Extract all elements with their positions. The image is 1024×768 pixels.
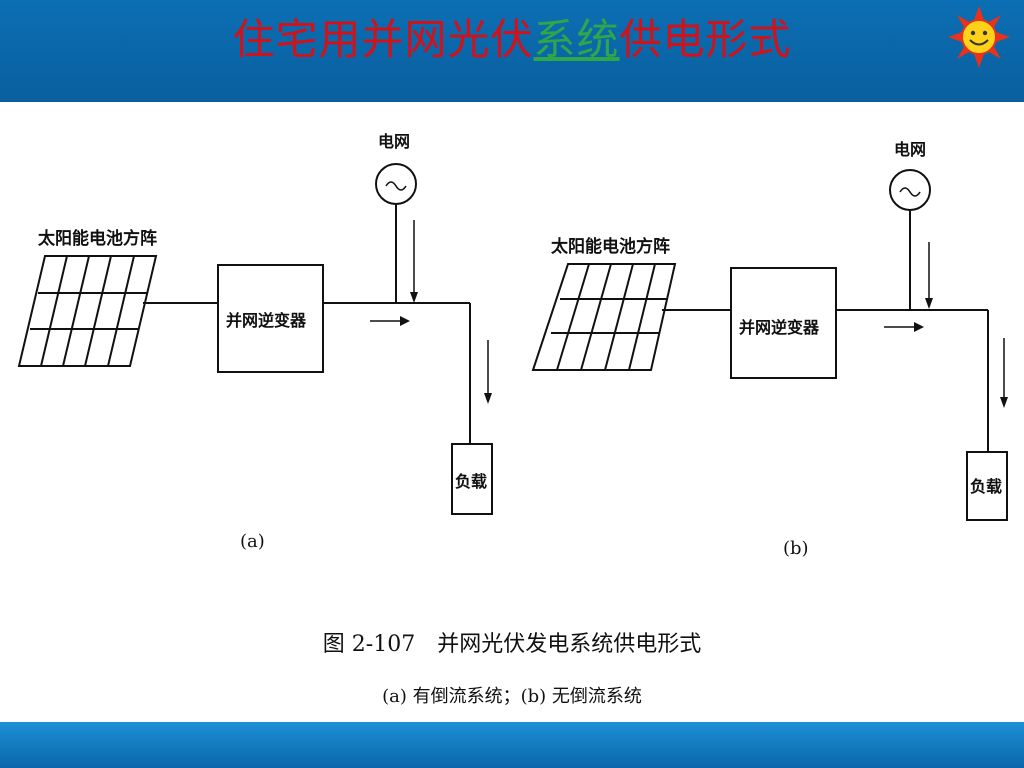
array-label-a: 太阳能电池方阵 xyxy=(38,228,157,249)
slide-footer xyxy=(0,722,1024,768)
title-part2: 供电形式 xyxy=(619,15,792,64)
inverter-box-a xyxy=(217,264,324,373)
smiling-sun-icon xyxy=(948,6,1010,68)
solar-array-b xyxy=(531,263,677,371)
grid-label-b: 电网 xyxy=(894,140,926,159)
sublabel-b: (b) xyxy=(783,538,809,559)
load-label-b: 负载 xyxy=(970,477,1002,496)
figure-subcaption: (a) 有倒流系统；(b) 无倒流系统 xyxy=(382,686,642,707)
pv-diagrams: 太阳能电池方阵 电网 并网逆变器 负载 太阳能电池方阵 电网 并网逆变器 负载 xyxy=(17,132,1008,521)
load-box-a xyxy=(451,443,493,515)
title-link[interactable]: 系统 xyxy=(533,15,620,64)
array-label-b: 太阳能电池方阵 xyxy=(551,236,670,257)
inverter-box-b xyxy=(730,267,837,379)
grid-source-a xyxy=(375,163,417,205)
solar-array-a xyxy=(17,255,158,367)
inverter-label-b: 并网逆变器 xyxy=(739,318,820,337)
load-label-a: 负载 xyxy=(455,472,487,491)
inverter-label-a: 并网逆变器 xyxy=(226,311,307,330)
sublabel-a: (a) xyxy=(240,531,265,552)
slide-header: 住宅用并网光伏系统供电形式 xyxy=(0,0,1024,102)
load-box-b xyxy=(966,451,1008,521)
grid-label-a: 电网 xyxy=(378,132,410,151)
figure-caption: 图 2-107 并网光伏发电系统供电形式 xyxy=(322,632,702,657)
slide-title: 住宅用并网光伏系统供电形式 xyxy=(0,6,1024,67)
title-part1: 住宅用并网光伏 xyxy=(232,15,534,64)
grid-source-b xyxy=(889,169,931,211)
